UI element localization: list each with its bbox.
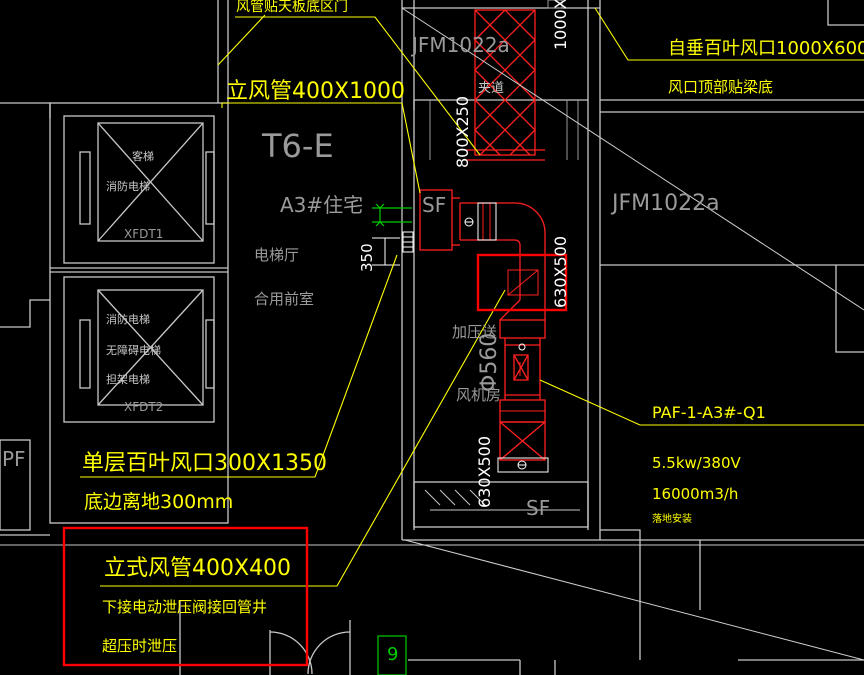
elevator1-id: XFDT1 — [124, 227, 163, 241]
sf-top-label: SF — [422, 193, 446, 217]
duct-network — [419, 9, 546, 461]
shaft-label: 夹道 — [478, 81, 504, 96]
room-label-2: 风机房 — [456, 386, 501, 404]
overpressure-label: 超压时泄压 — [102, 637, 177, 655]
sf-bottom-label: SF — [526, 496, 550, 520]
door-label-right: JFM1022a — [610, 191, 720, 216]
louver-right-label-2: 风口顶部贴梁底 — [668, 78, 773, 96]
elevator2-id: XFDT2 — [124, 400, 163, 414]
relief-valve-label: 下接电动泄压阀接回管井 — [102, 598, 267, 616]
elevator2-text-c: 担架电梯 — [106, 372, 150, 386]
louver-right-label-1: 自垂百叶风口1000X600 — [668, 38, 864, 59]
door-label-top: JFM1022a — [410, 33, 510, 57]
elevator1-text-a: 客梯 — [132, 149, 154, 163]
louver-label-1: 单层百叶风口300X1350 — [82, 451, 327, 476]
white-dimension — [372, 237, 400, 266]
dimension-630x500-a: 630X500 — [551, 236, 570, 308]
louver-label-2: 底边离地300mm — [84, 491, 233, 513]
lobby-label-2: 合用前室 — [254, 290, 314, 308]
fan-power: 5.5kw/380V — [652, 454, 741, 472]
dimension-560: Φ560 — [477, 333, 502, 392]
fan-flow: 16000m3/h — [652, 485, 738, 503]
highlight-box-exhaust — [476, 253, 568, 312]
riser-duct-label: 立风管400X1000 — [226, 79, 405, 104]
elevator2-text-a: 消防电梯 — [106, 312, 150, 326]
dimension-350: 350 — [358, 243, 376, 272]
dimension-1000x600: 1000X6 — [551, 0, 570, 50]
duct-accessories — [464, 202, 549, 473]
pf-label: PF — [2, 447, 26, 471]
dimension-630x500-b: 630X500 — [475, 436, 494, 508]
highlight-box-standing-duct — [62, 526, 309, 667]
top-note: 风管贴天板底区门 — [236, 0, 348, 15]
section-lines — [401, 7, 864, 661]
shaft-inner-lines — [429, 0, 579, 160]
green-dimension — [372, 203, 412, 675]
fan-note: 落地安装 — [652, 512, 692, 525]
lobby-label-1: 电梯厅 — [254, 246, 299, 264]
fan-id: PAF-1-A3#-Q1 — [652, 403, 766, 422]
grid-label-9: 9 — [387, 644, 398, 665]
leader-lines — [80, 7, 864, 587]
standing-duct-label: 立式风管400X400 — [104, 556, 291, 581]
building-label: A3#住宅 — [280, 193, 363, 217]
dimension-800x250: 800X250 — [453, 96, 472, 168]
elevator1-text-b: 消防电梯 — [106, 179, 150, 193]
room-label-1: 加压送 — [452, 323, 497, 341]
sf-bottom-hatch — [424, 489, 580, 511]
sf-diffuser-marks — [402, 231, 539, 296]
zone-label: T6-E — [261, 127, 334, 165]
elevator2-text-b: 无障碍电梯 — [106, 343, 161, 357]
highlight-boxes — [62, 253, 568, 667]
